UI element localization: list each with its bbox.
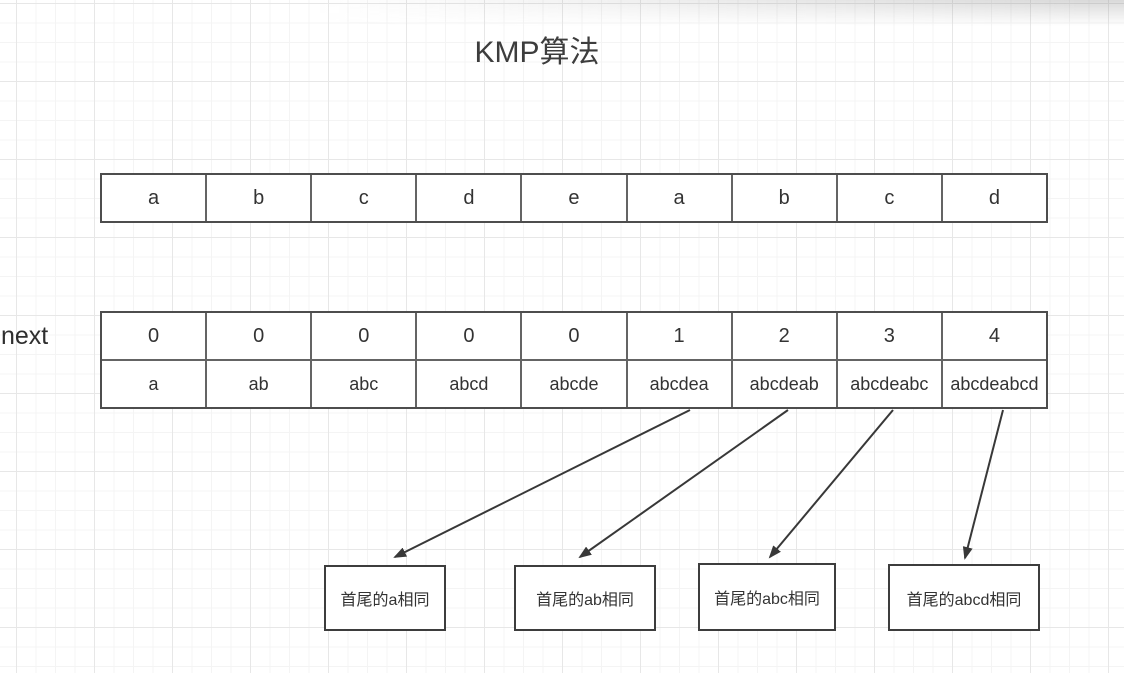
next-prefix-cell: a: [148, 373, 159, 394]
next-value-cell: 0: [415, 313, 520, 359]
next-prefix-cell: abcdeabcd: [940, 361, 1046, 407]
next-value-cell: 2: [730, 313, 836, 359]
pattern-cell: c: [310, 175, 415, 221]
annotation-box: 首尾的a相同: [324, 565, 446, 631]
arrow-abcdea-to-note: [393, 409, 691, 558]
next-prefixes-row: a ab abc abcd abcde abcdea abcdeab abcde…: [102, 359, 1046, 407]
annotation-box: 首尾的ab相同: [514, 565, 656, 631]
next-prefix-cell: abcd: [415, 361, 520, 407]
next-prefix-cell: abcdeabc: [835, 361, 941, 407]
pattern-cell: b: [205, 175, 310, 221]
next-prefix-cell: abcde: [520, 361, 625, 407]
annotation-box: 首尾的abcd相同: [888, 564, 1040, 631]
pattern-cell: b: [730, 175, 836, 221]
diagram-title: KMP算法: [474, 36, 600, 69]
next-prefix-cell: abc: [310, 361, 415, 407]
arrow-abcdeabcd-to-note: [962, 409, 1004, 560]
canvas-top-shadow: [0, 0, 1124, 26]
arrow-abcdeab-to-note: [578, 409, 789, 559]
next-value-cell: 0: [520, 313, 625, 359]
pattern-string-row: a b c d e a b c d: [100, 173, 1048, 223]
annotation-box: 首尾的abc相同: [698, 563, 836, 631]
next-value-cell: 0: [310, 313, 415, 359]
pattern-cell: e: [520, 175, 625, 221]
next-value-cell: 0: [205, 313, 310, 359]
next-prefix-cell: abcdeab: [730, 361, 836, 407]
next-label: next: [1, 321, 49, 350]
next-value-cell: 4: [940, 313, 1046, 359]
next-prefix-cell: abcdea: [625, 361, 731, 407]
pattern-cell: d: [415, 175, 520, 221]
next-value-cell: 3: [835, 313, 941, 359]
next-values-row: 0 0 0 0 0 1 2 3 4: [102, 313, 1046, 359]
arrow-abcdeabc-to-note: [768, 409, 894, 559]
next-table: 0 0 0 0 0 1 2 3 4 a ab abc abcd abcde ab…: [100, 311, 1048, 409]
pattern-cell: c: [835, 175, 941, 221]
pattern-cell: a: [625, 175, 731, 221]
next-value-cell: 0: [147, 324, 160, 347]
pattern-cell: d: [940, 175, 1046, 221]
pattern-cell: a: [147, 186, 160, 209]
next-value-cell: 1: [625, 313, 731, 359]
next-prefix-cell: ab: [205, 361, 310, 407]
